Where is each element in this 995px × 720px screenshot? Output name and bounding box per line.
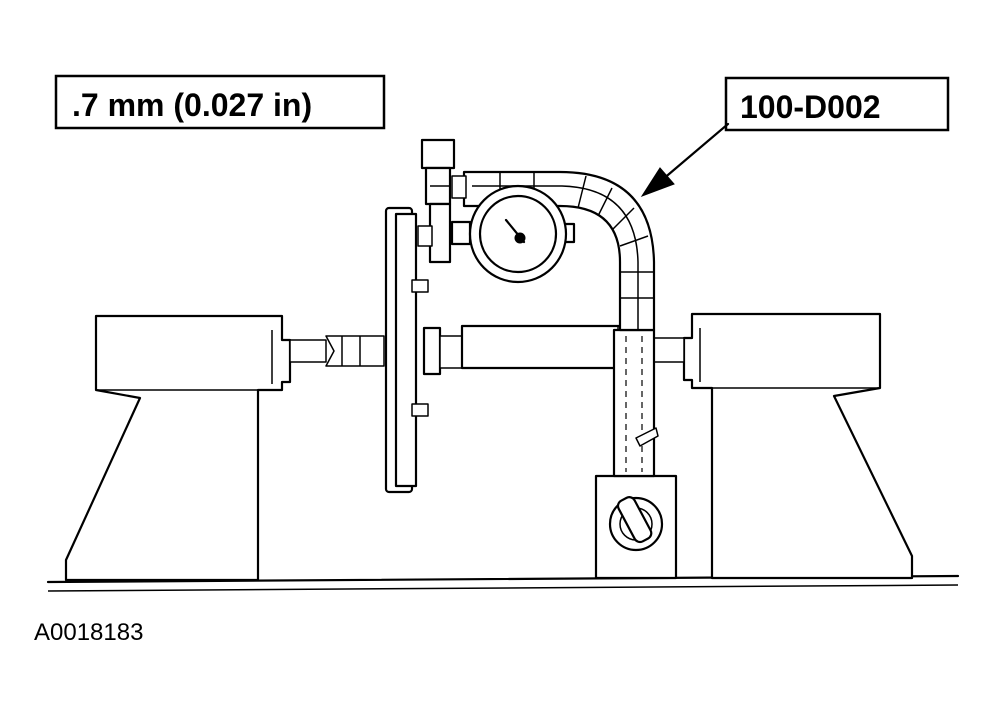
left-stand <box>64 314 292 582</box>
right-stand <box>682 312 914 580</box>
magnetic-base <box>594 474 678 580</box>
measurement-callout: .7 mm (0.027 in) <box>54 74 386 130</box>
measurement-label: .7 mm (0.027 in) <box>72 87 312 123</box>
tool-number-label: 100-D002 <box>740 89 881 125</box>
shaft-center <box>439 324 685 370</box>
leader-arrow <box>640 122 730 197</box>
shaft-left <box>289 335 385 367</box>
figure-id: A0018183 <box>34 619 143 646</box>
indicator-stem <box>417 138 467 264</box>
dial-indicator <box>450 184 576 284</box>
indicator-post <box>612 328 659 478</box>
flange-plate <box>384 206 442 494</box>
tool-number-callout: 100-D002 <box>724 76 950 132</box>
